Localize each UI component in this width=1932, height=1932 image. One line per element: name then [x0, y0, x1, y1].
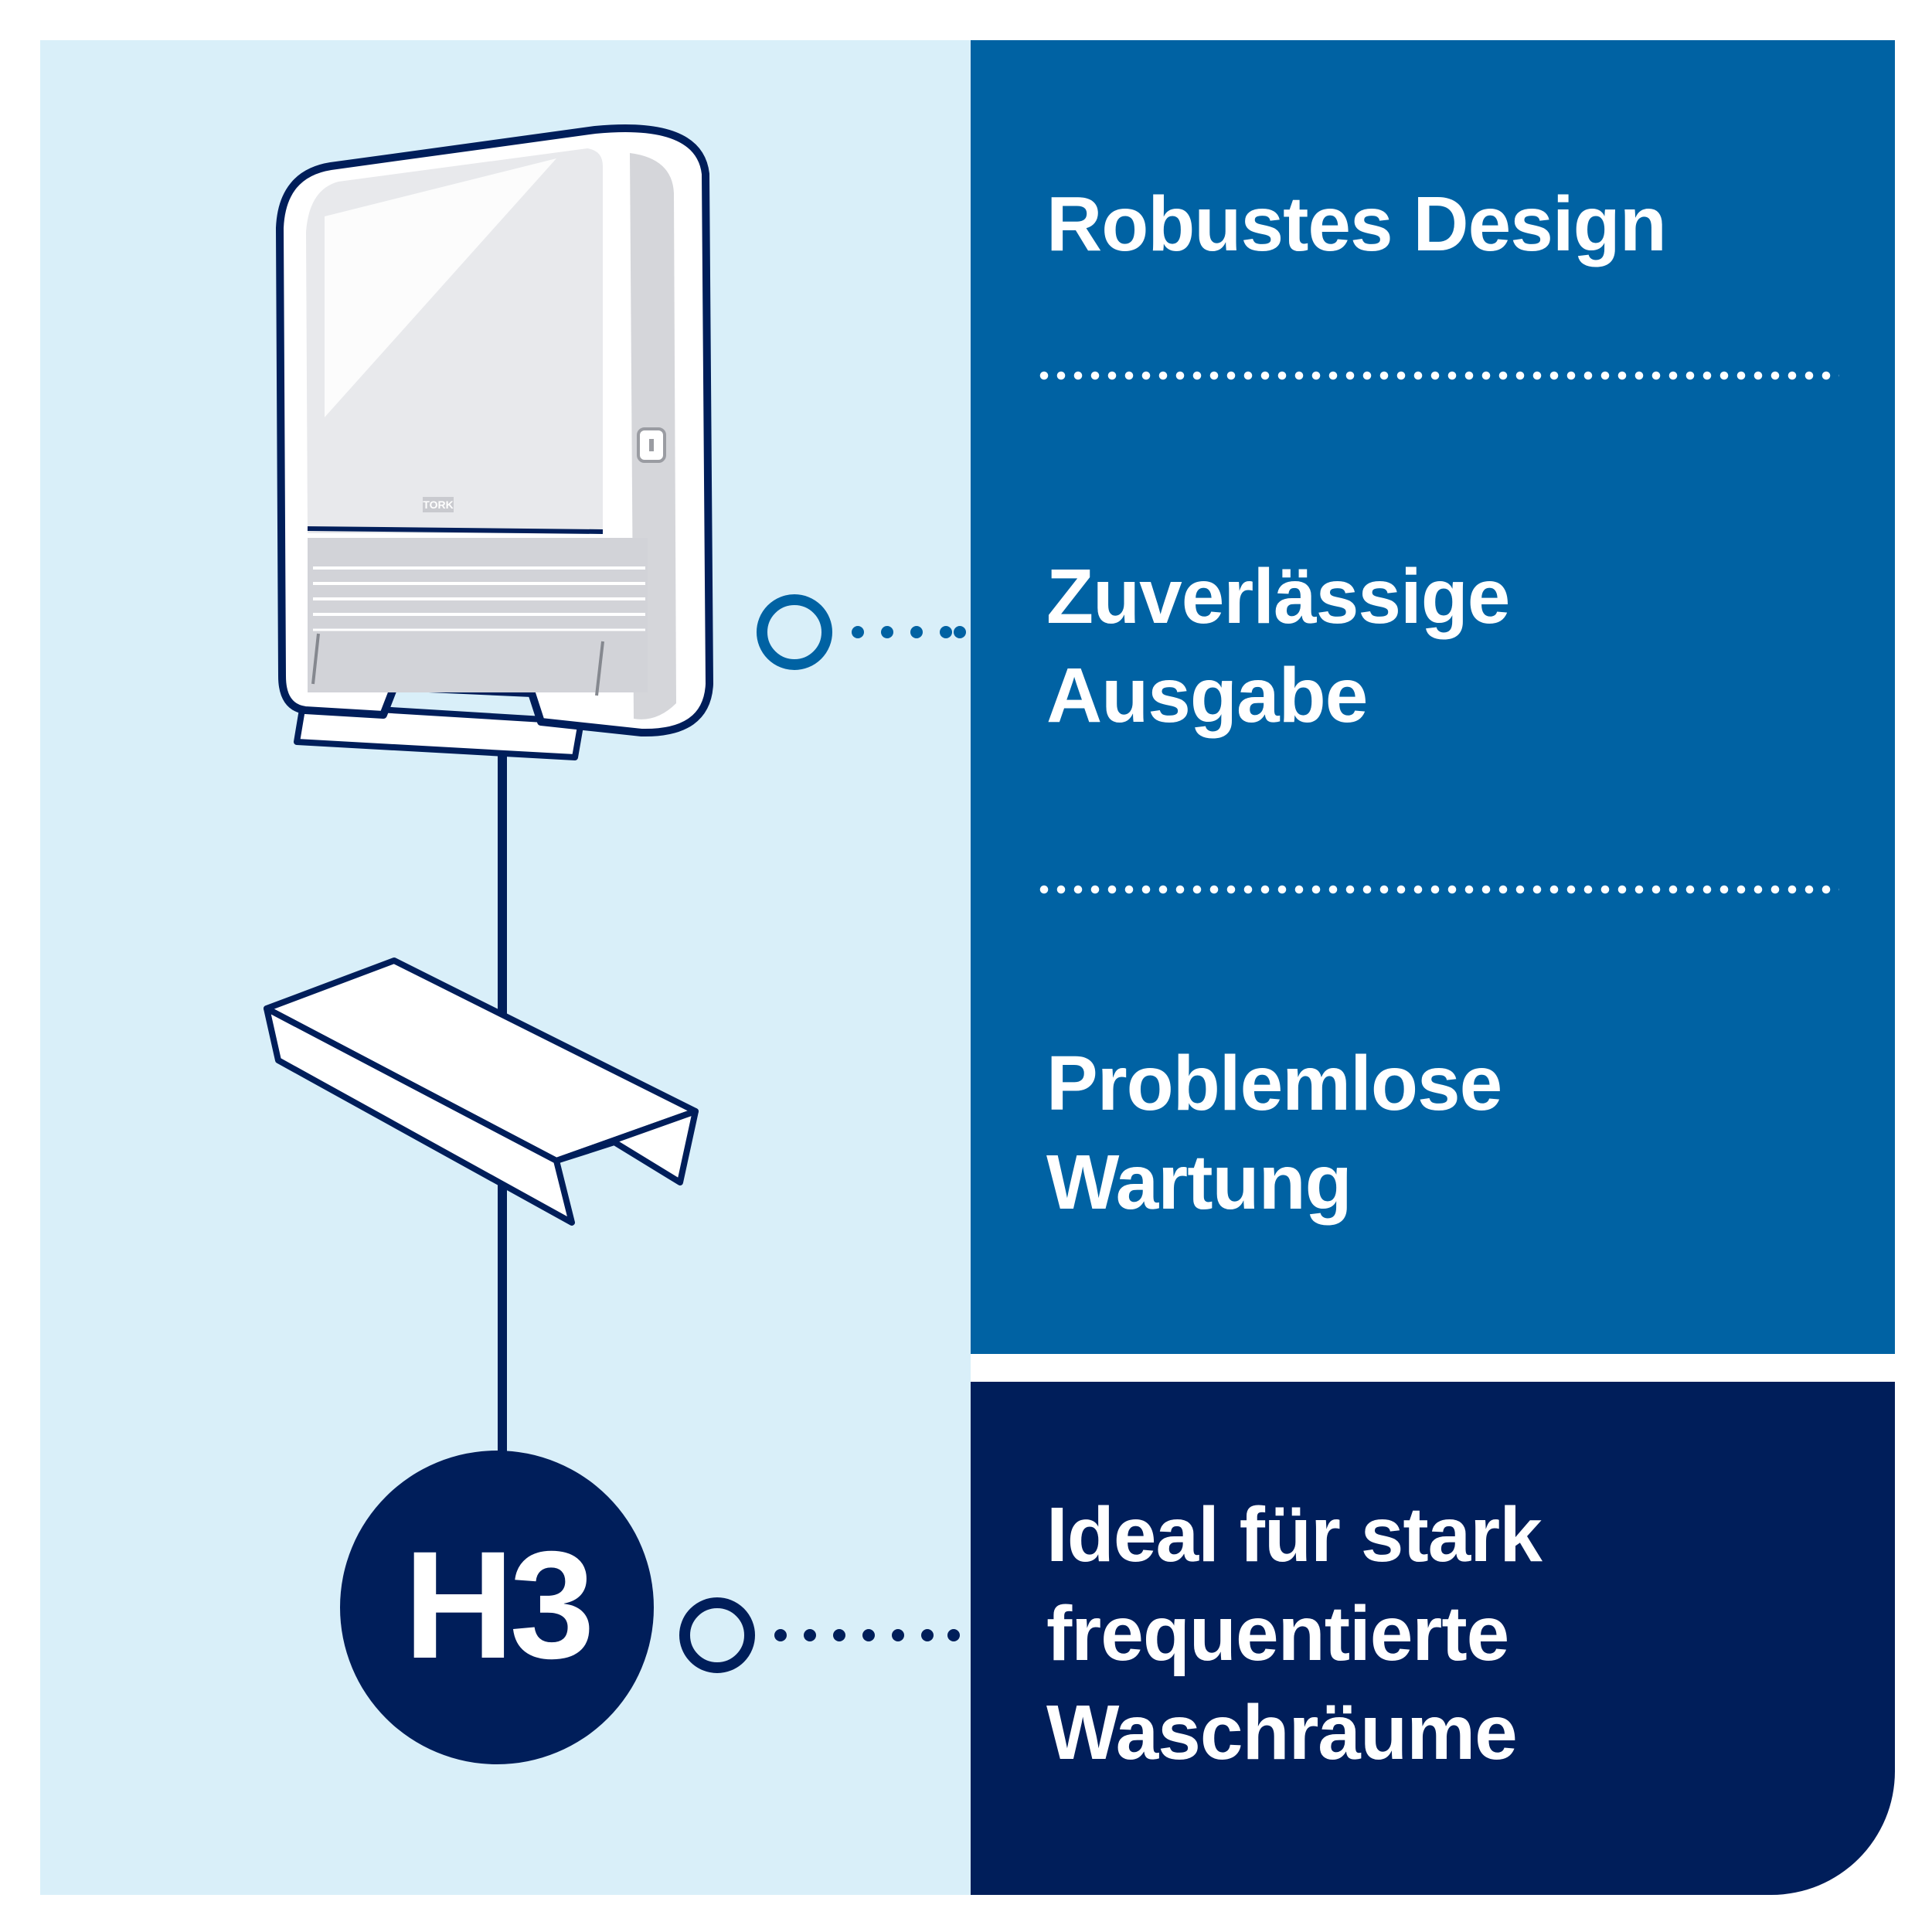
feature-line: Robustes Design: [1046, 181, 1667, 267]
towel-dispenser-icon: TORK: [276, 124, 713, 760]
feature-line: Wartung: [1046, 1139, 1352, 1226]
feature-line: Waschräume: [1046, 1689, 1518, 1776]
feature-high-traffic: Ideal für stark frequentierte Waschräume: [1046, 1485, 1543, 1782]
connector-ring-icon: [679, 1597, 960, 1673]
feature-line: Problemlose: [1046, 1040, 1502, 1127]
feature-line: Zuverlässige: [1046, 553, 1510, 640]
highlight-panel: [971, 1382, 1895, 1895]
feature-line: Ideal für stark: [1046, 1492, 1543, 1578]
h3-label: H3: [403, 1519, 594, 1690]
feature-easy-maintenance: Problemlose Wartung: [1046, 1034, 1502, 1232]
tork-logo: TORK: [423, 498, 453, 511]
feature-reliable-dispensing: Zuverlässige Ausgabe: [1046, 547, 1510, 745]
connector-ring-icon: [757, 594, 966, 670]
folded-towel-icon: [264, 957, 699, 1226]
h3-badge: H3: [340, 1451, 654, 1764]
feature-line: Ausgabe: [1046, 652, 1368, 739]
feature-panel: [971, 40, 1895, 1354]
feature-robust-design: Robustes Design: [1046, 175, 1667, 274]
dotted-divider: [1036, 885, 1839, 894]
feature-line: frequentierte: [1046, 1590, 1509, 1677]
dotted-divider: [1036, 371, 1839, 380]
